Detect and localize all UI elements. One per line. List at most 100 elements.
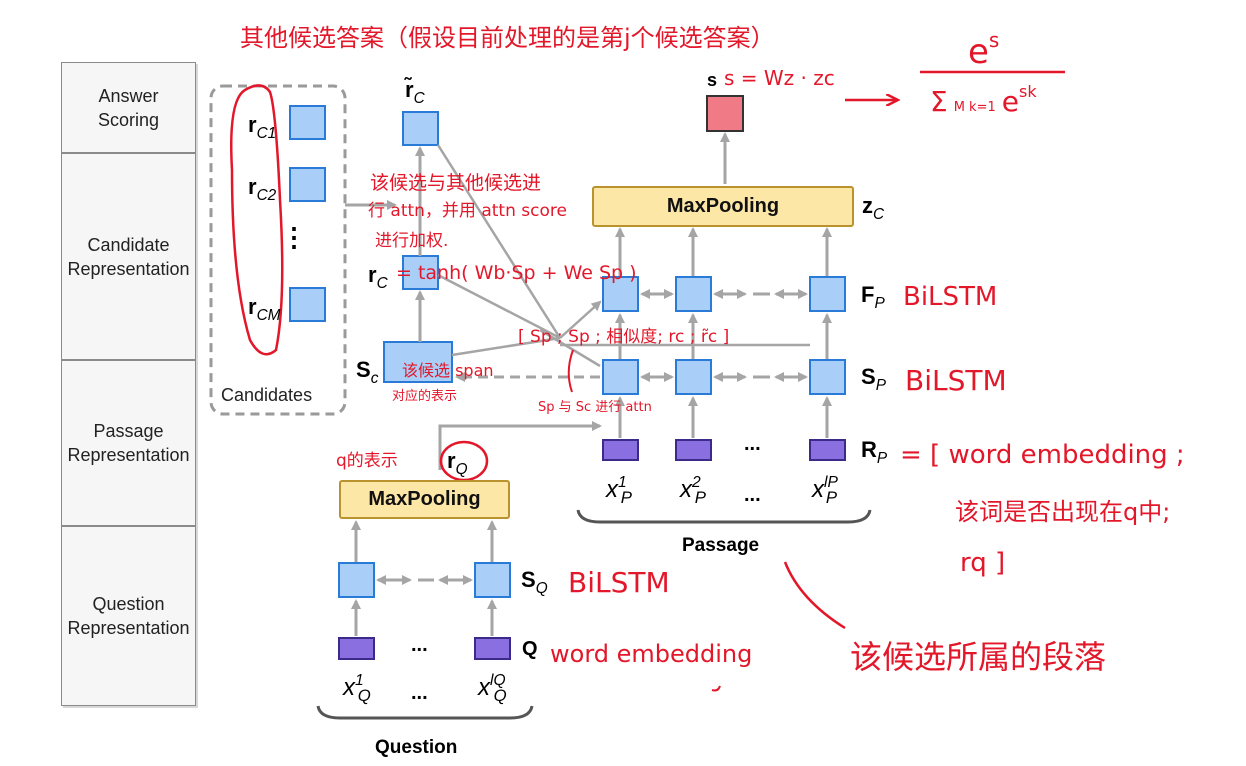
s-q-label: SQ xyxy=(521,567,548,598)
fp-box-2 xyxy=(675,276,712,312)
note-softmax-numerator: es xyxy=(968,28,999,72)
passage-ellipsis-bottom: ... xyxy=(744,484,761,506)
note-passage-source: 该候选所属的段落 xyxy=(850,638,1107,676)
z-c-label: zC xyxy=(862,193,884,224)
passage-brace xyxy=(576,509,872,524)
candidate-m-label: rCM xyxy=(248,294,281,325)
attn-line-2 xyxy=(437,273,561,340)
x-p-2-label: x2P xyxy=(680,474,706,508)
den-e: e xyxy=(1001,85,1019,118)
stage-question-representation: Question Representation xyxy=(61,526,196,706)
maxpooling-label: MaxPooling xyxy=(368,488,481,510)
r-letter: r xyxy=(248,112,257,137)
subscript: Q xyxy=(455,461,468,478)
r-letter: r xyxy=(248,294,257,319)
stage-answer-scoring: Answer Scoring xyxy=(61,62,196,153)
r-q-label: rQ xyxy=(447,448,468,479)
note-span-2: 对应的表示 xyxy=(392,389,458,404)
note-attn-1: 该候选与其他候选进 xyxy=(370,172,542,194)
note-span-1: 该候选 span xyxy=(402,361,494,380)
rp-box-2 xyxy=(675,439,712,461)
subscript: Q xyxy=(357,686,371,705)
x-letter: x xyxy=(606,476,618,503)
f-letter: F xyxy=(861,282,875,307)
superscript: lP xyxy=(824,474,838,491)
candidate-2-label: rC2 xyxy=(248,174,276,205)
subscript: C xyxy=(413,90,425,107)
x-q-1-label: x1Q xyxy=(343,672,371,706)
question-maxpooling: MaxPooling xyxy=(339,480,510,519)
sp-box-2 xyxy=(675,359,712,395)
note-concat: [ Sp ; Sp ; 相似度; rc ; r̃c ] xyxy=(518,327,730,347)
den-sup: sk xyxy=(1018,82,1037,101)
sq-box-1 xyxy=(338,562,375,598)
fp-box-3 xyxy=(809,276,846,312)
note-q-repr: q的表示 xyxy=(336,451,398,471)
x-letter: x xyxy=(680,476,692,503)
s-c-box xyxy=(383,341,453,383)
question-ellipsis-bottom: ... xyxy=(411,682,428,704)
sp-box-1 xyxy=(602,359,639,395)
question-brace xyxy=(316,705,534,720)
stage-label: Question Representation xyxy=(67,594,190,638)
r-c-label: rC xyxy=(368,262,388,293)
passage-note-curve xyxy=(783,561,846,630)
s-letter: S xyxy=(521,567,536,592)
candidate-vector-1 xyxy=(289,105,326,140)
superscript: lQ xyxy=(490,672,506,689)
candidates-circle xyxy=(229,84,284,356)
r-letter: r xyxy=(447,448,456,473)
r-letter: r xyxy=(248,174,257,199)
passage-label: Passage xyxy=(682,535,760,556)
note-sq-bilstm: BiLSTM xyxy=(568,566,670,599)
score-box xyxy=(706,95,744,132)
s-letter: S xyxy=(861,364,876,389)
superscript: 2 xyxy=(692,474,701,491)
r-c-box xyxy=(402,255,439,290)
r-tilde-c-box xyxy=(402,111,439,146)
subscript: Q xyxy=(493,686,507,705)
subscript: P xyxy=(825,488,838,507)
passage-ellipsis-top: ... xyxy=(744,433,761,455)
sp-sc-pointer xyxy=(567,349,574,393)
r-letter: r xyxy=(368,262,377,287)
rp-box-1 xyxy=(602,439,639,461)
subscript: P xyxy=(694,488,706,507)
s-c-label: Sc xyxy=(356,357,378,388)
den-range: M k=1 xyxy=(953,100,996,115)
q-emb-underline xyxy=(711,685,721,692)
r-letter: r̃ xyxy=(405,77,414,102)
subscript: Q xyxy=(535,580,548,597)
r-p-label: RP xyxy=(861,437,887,468)
note-fp-bilstm: BiLSTM xyxy=(903,282,998,312)
x-letter: x xyxy=(343,674,355,701)
superscript: 1 xyxy=(355,672,364,689)
num-e: e xyxy=(968,32,989,72)
candidate-vertical-ellipsis: ⋮ xyxy=(281,222,307,252)
fp-box-1 xyxy=(602,276,639,312)
subscript: C2 xyxy=(256,187,277,204)
arrow-rq-to-passage xyxy=(438,421,602,470)
subscript: CM xyxy=(256,307,281,324)
subscript: P xyxy=(875,377,886,394)
stage-label: Answer Scoring xyxy=(97,85,160,130)
note-attn-3: 进行加权. xyxy=(375,231,449,251)
stage-label: Candidate Representation xyxy=(67,234,190,279)
note-rp-2: 该词是否出现在q中; xyxy=(955,498,1171,526)
num-sup: s xyxy=(988,28,1000,52)
x-letter: x xyxy=(478,674,490,701)
subscript: P xyxy=(876,450,888,467)
question-ellipsis-top: ... xyxy=(411,634,428,656)
note-rp-1: = [ word embedding ; xyxy=(900,440,1185,470)
r-tilde-c-label: r̃C xyxy=(405,77,425,108)
den-sigma: Σ xyxy=(930,85,948,118)
z-letter: z xyxy=(862,193,873,218)
attn-line-1 xyxy=(436,144,562,339)
maxpooling-label: MaxPooling xyxy=(666,195,780,217)
passage-maxpooling: MaxPooling xyxy=(592,186,854,227)
subscript: C1 xyxy=(256,125,277,142)
s-letter: S xyxy=(356,357,371,382)
candidate-1-label: rC1 xyxy=(248,112,276,143)
subscript: c xyxy=(370,370,379,387)
